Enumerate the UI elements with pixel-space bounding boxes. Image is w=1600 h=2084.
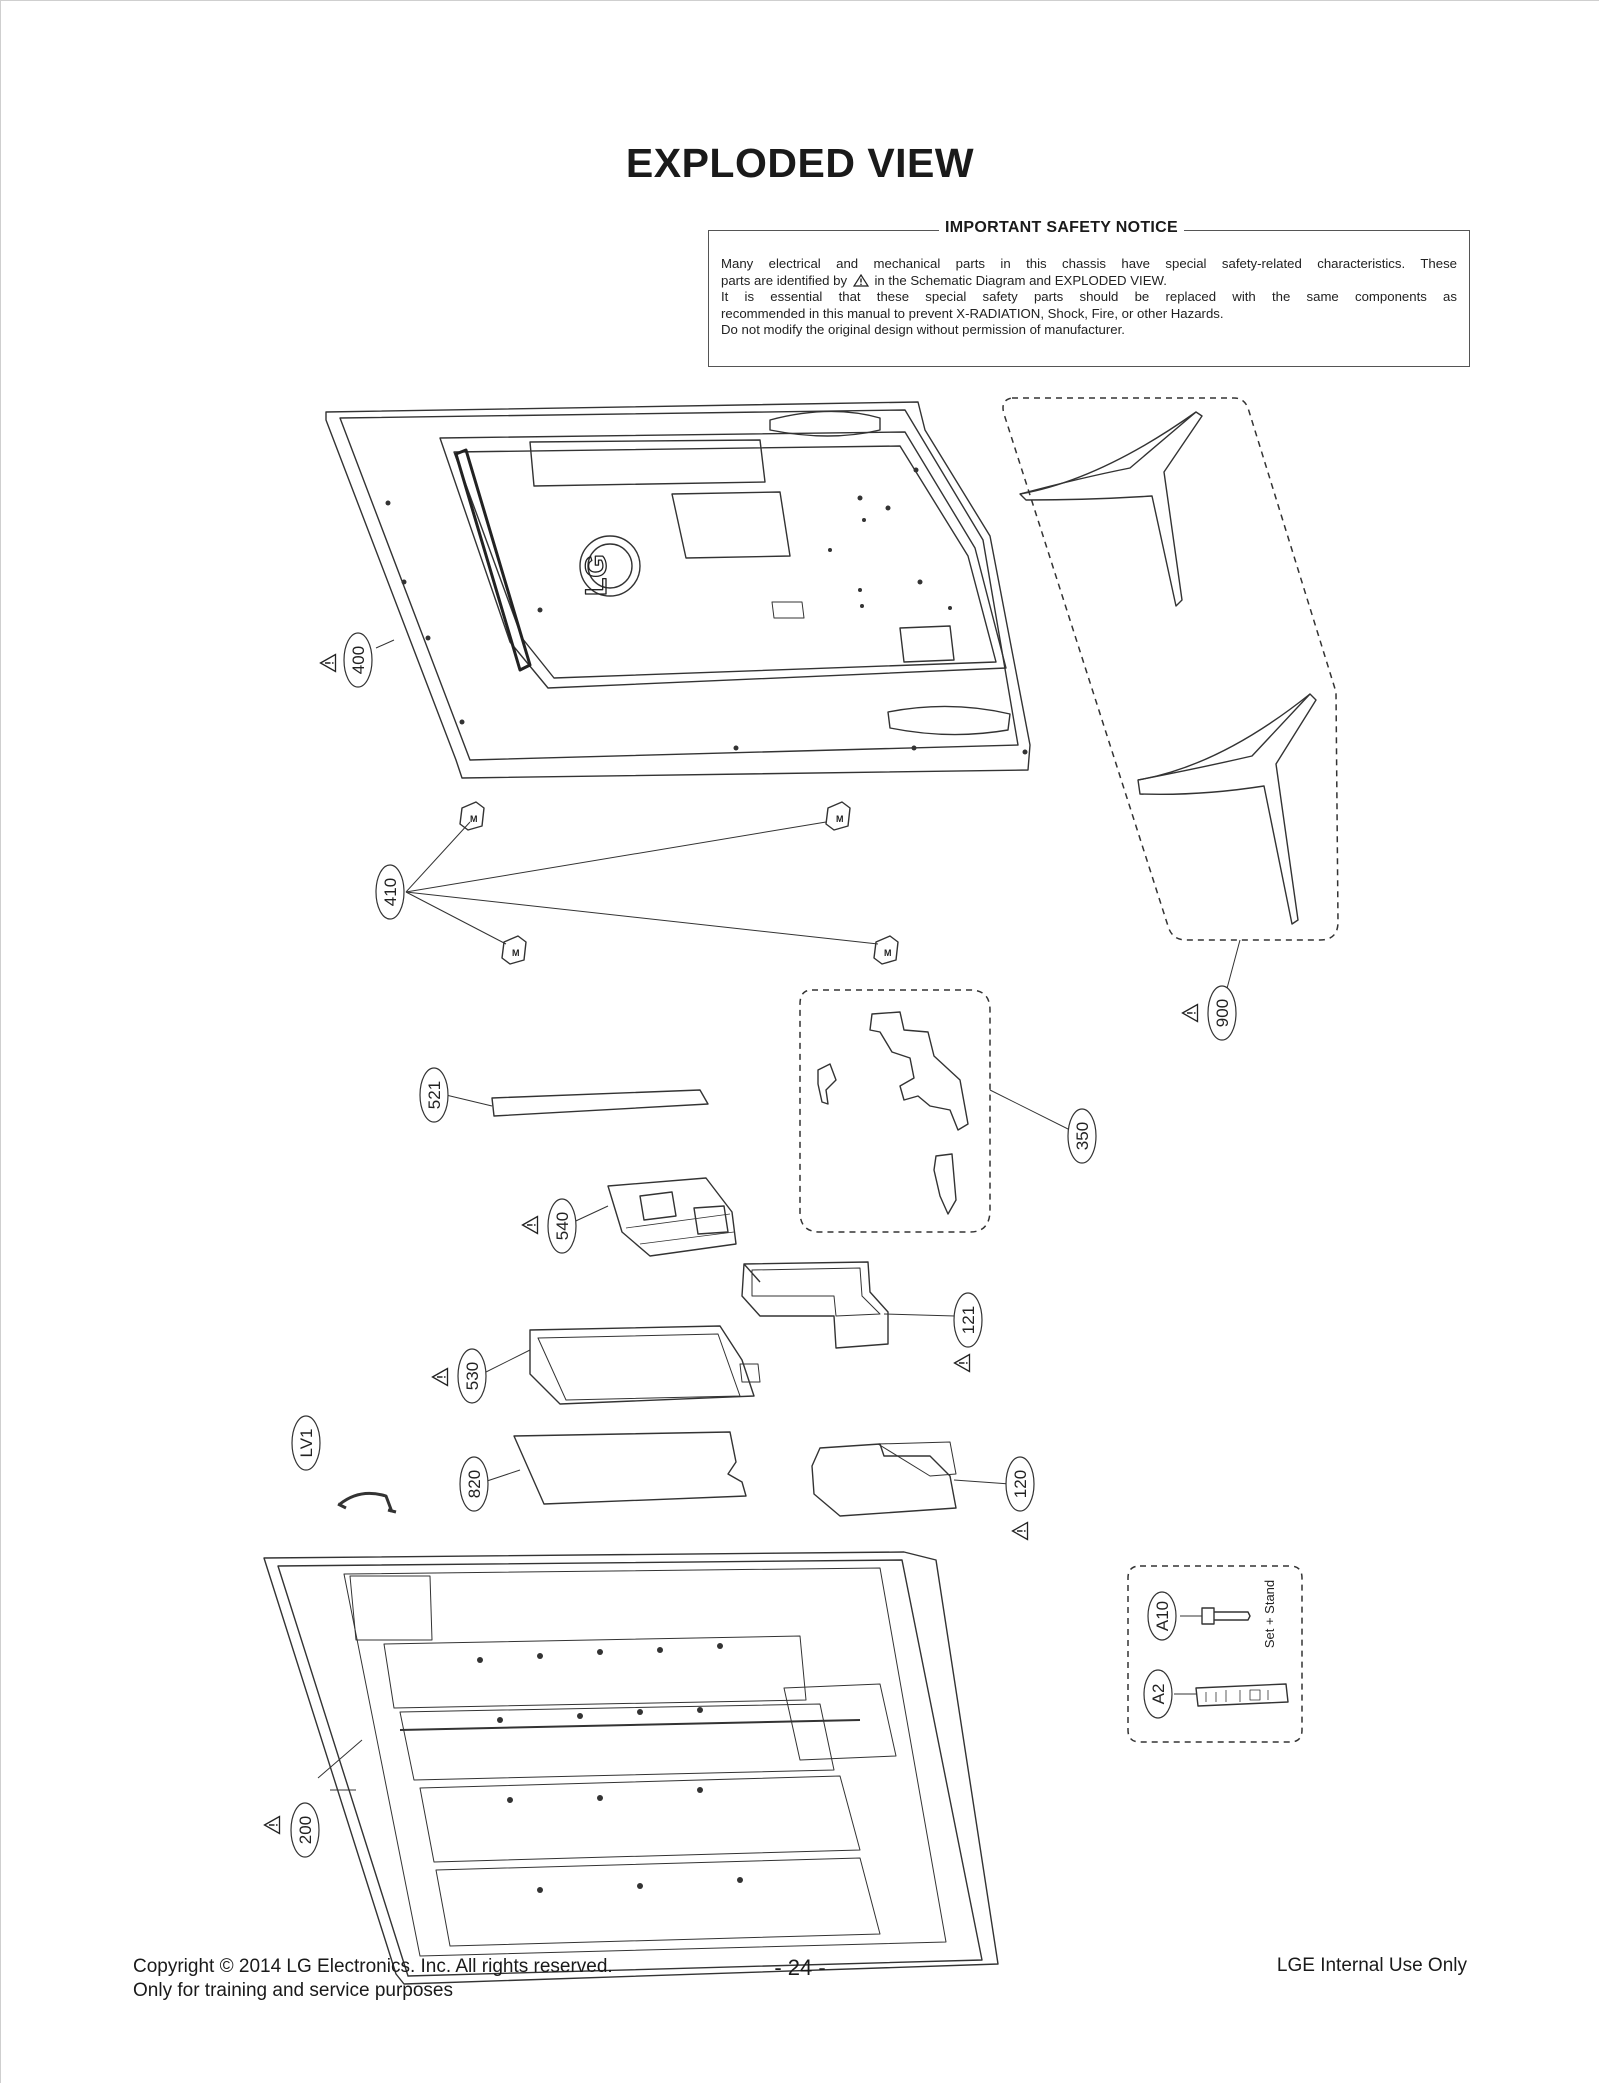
bracket-group-350 bbox=[799, 989, 991, 1233]
notice-line-4: recommended in this manual to prevent X-… bbox=[721, 305, 1224, 321]
footer-copyright: Copyright © 2014 LG Electronics. Inc. Al… bbox=[133, 1955, 613, 2003]
label-a2-ring bbox=[1143, 1669, 1173, 1719]
part-label-350: 350 bbox=[1073, 1122, 1092, 1150]
notice-line-2-start: parts are identified by bbox=[721, 272, 848, 288]
label-900-ring bbox=[1207, 985, 1237, 1041]
label-820-ring bbox=[459, 1456, 489, 1512]
mount-mark-3: M bbox=[512, 948, 520, 958]
display-panel-200 bbox=[263, 1551, 999, 1985]
copyright-text: Copyright © 2014 LG Electronics. Inc. Al… bbox=[133, 1956, 613, 1977]
part-label-540: 540 bbox=[553, 1212, 572, 1240]
label-350-ring bbox=[1067, 1108, 1097, 1164]
insulator-sheet-820 bbox=[513, 1431, 747, 1505]
warning-triangle-icon bbox=[521, 1215, 539, 1235]
label-lv1-ring bbox=[291, 1415, 321, 1471]
screw-icon bbox=[1201, 1607, 1215, 1625]
safety-notice-heading: IMPORTANT SAFETY NOTICE bbox=[939, 219, 1184, 237]
part-label-900: 900 bbox=[1213, 999, 1232, 1027]
warning-triangle-icon bbox=[431, 1367, 449, 1387]
notice-line-5: Do not modify the original design withou… bbox=[721, 322, 1125, 337]
label-410-ring bbox=[375, 864, 405, 920]
label-540-ring bbox=[547, 1198, 577, 1254]
mount-mark-1: M bbox=[470, 814, 478, 824]
page-title: EXPLODED VIEW bbox=[625, 140, 975, 186]
part-label-a2: A2 bbox=[1149, 1684, 1168, 1705]
warning-triangle-icon bbox=[263, 1815, 281, 1835]
label-a10-ring bbox=[1147, 1591, 1177, 1641]
mount-mark-2: M bbox=[836, 814, 844, 824]
warning-triangle-icon bbox=[319, 653, 337, 673]
power-supply-121 bbox=[741, 1261, 889, 1349]
internal-use-label: LGE Internal Use Only bbox=[1276, 1955, 1467, 1976]
main-board-540 bbox=[607, 1177, 737, 1257]
bracket-521 bbox=[491, 1089, 709, 1117]
page-number: - 24 - bbox=[774, 1955, 826, 1980]
part-label-121: 121 bbox=[959, 1306, 978, 1334]
warning-triangle-icon bbox=[1181, 1003, 1199, 1023]
part-label-400: 400 bbox=[349, 646, 368, 674]
purpose-text: Only for training and service purposes bbox=[133, 1980, 453, 2001]
stand-group-900 bbox=[1002, 397, 1339, 941]
part-label-521: 521 bbox=[425, 1081, 444, 1109]
wall-mount-brackets-410: M M M M bbox=[405, 801, 899, 965]
warning-triangle-icon bbox=[852, 273, 869, 287]
label-120-ring bbox=[1005, 1456, 1035, 1512]
part-label-820: 820 bbox=[465, 1470, 484, 1498]
label-400-ring bbox=[343, 632, 373, 688]
notice-line-1: Many electrical and mechanical parts in … bbox=[721, 256, 1457, 271]
back-cover-400: LG bbox=[325, 401, 1031, 779]
part-label-a10: A10 bbox=[1153, 1601, 1172, 1631]
cable-lv1 bbox=[337, 1491, 397, 1514]
safety-notice-box: IMPORTANT SAFETY NOTICE Many electrical … bbox=[708, 219, 1470, 367]
part-label-200: 200 bbox=[296, 1816, 315, 1844]
lg-logo-text: LG bbox=[580, 554, 613, 596]
board-530 bbox=[529, 1325, 761, 1405]
safety-notice-body: Many electrical and mechanical parts in … bbox=[721, 256, 1457, 339]
label-530-ring bbox=[457, 1348, 487, 1404]
label-521-ring bbox=[419, 1067, 449, 1123]
part-label-lv1: LV1 bbox=[297, 1429, 316, 1458]
label-200-ring bbox=[290, 1802, 320, 1858]
part-label-410: 410 bbox=[381, 878, 400, 906]
notice-line-2: parts are identified by in the Schematic… bbox=[721, 273, 1457, 290]
warning-triangle-icon bbox=[953, 1353, 971, 1373]
notice-line-2-end: in the Schematic Diagram and EXPLODED VI… bbox=[874, 272, 1167, 288]
power-board-120 bbox=[811, 1441, 957, 1517]
mount-mark-4: M bbox=[884, 948, 892, 958]
accessories-box bbox=[1127, 1565, 1303, 1743]
label-121-ring bbox=[953, 1292, 983, 1348]
warning-triangle-icon bbox=[1011, 1521, 1029, 1541]
part-label-530: 530 bbox=[463, 1362, 482, 1390]
remote-control-icon bbox=[1195, 1683, 1289, 1707]
notice-line-3: It is essential that these special safet… bbox=[721, 289, 1457, 304]
part-label-120: 120 bbox=[1011, 1470, 1030, 1498]
accessory-caption: Set + Stand bbox=[1262, 1580, 1277, 1648]
